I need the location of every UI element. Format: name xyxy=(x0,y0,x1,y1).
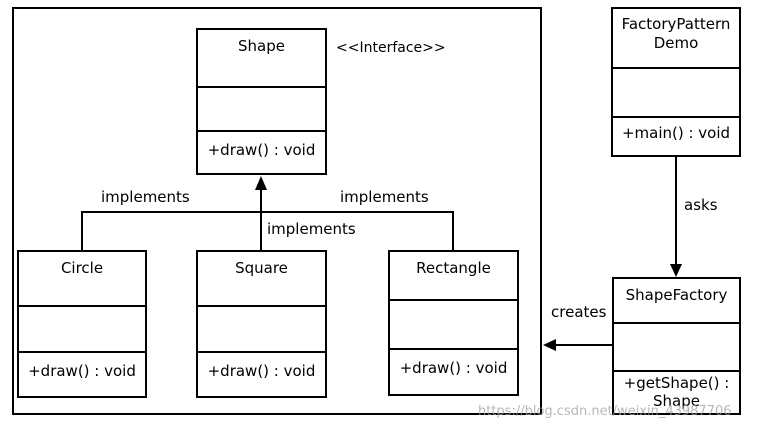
class-square-name: Square xyxy=(198,252,325,307)
creates-label: creates xyxy=(551,303,607,321)
implements-connector xyxy=(81,211,454,250)
diagram-frame xyxy=(12,7,542,415)
class-demo-name-line2: Demo xyxy=(653,34,699,52)
class-factory-name: ShapeFactory xyxy=(614,279,739,324)
class-demo-operation: +main() : void xyxy=(621,124,731,142)
creates-arrowhead xyxy=(543,339,556,351)
implements-arrowhead xyxy=(255,176,267,190)
class-shape-factory: ShapeFactory +getShape() : Shape xyxy=(612,277,741,415)
class-shape-operation: +draw() : void xyxy=(207,141,316,159)
class-shape-attributes xyxy=(198,88,325,132)
class-circle-operation: +draw() : void xyxy=(28,362,136,380)
class-shape: Shape +draw() : void xyxy=(196,28,327,175)
class-factory-operation-line2: Shape xyxy=(653,392,700,410)
class-demo-name-line1: FactoryPattern xyxy=(621,15,731,33)
class-square: Square +draw() : void xyxy=(196,250,327,398)
asks-label: asks xyxy=(684,196,718,214)
class-circle-attributes xyxy=(19,307,145,353)
class-rectangle-name: Rectangle xyxy=(390,252,517,301)
class-rectangle-attributes xyxy=(390,301,517,350)
class-factory-operation-line1: +getShape() : xyxy=(623,374,730,392)
class-rectangle-operation: +draw() : void xyxy=(399,359,508,377)
implements-label-right: implements xyxy=(340,188,429,206)
class-circle: Circle +draw() : void xyxy=(17,250,147,398)
class-demo-attributes xyxy=(613,69,739,118)
watermark: https://blog.csdn.net/weixin_43987706 xyxy=(478,404,732,419)
class-demo-name: FactoryPattern Demo xyxy=(613,9,739,69)
interface-stereotype: <<Interface>> xyxy=(336,40,446,56)
class-square-operation: +draw() : void xyxy=(207,362,316,380)
asks-arrowhead xyxy=(670,264,682,277)
class-factory-operation: +getShape() : Shape xyxy=(614,372,739,413)
class-factory-pattern-demo: FactoryPattern Demo +main() : void xyxy=(611,7,741,157)
class-shape-name: Shape xyxy=(198,30,325,88)
class-circle-name: Circle xyxy=(19,252,145,307)
class-rectangle: Rectangle +draw() : void xyxy=(388,250,519,396)
class-square-attributes xyxy=(198,307,325,353)
implements-label-left: implements xyxy=(101,188,190,206)
class-factory-attributes xyxy=(614,324,739,372)
implements-label-center: implements xyxy=(267,220,356,238)
